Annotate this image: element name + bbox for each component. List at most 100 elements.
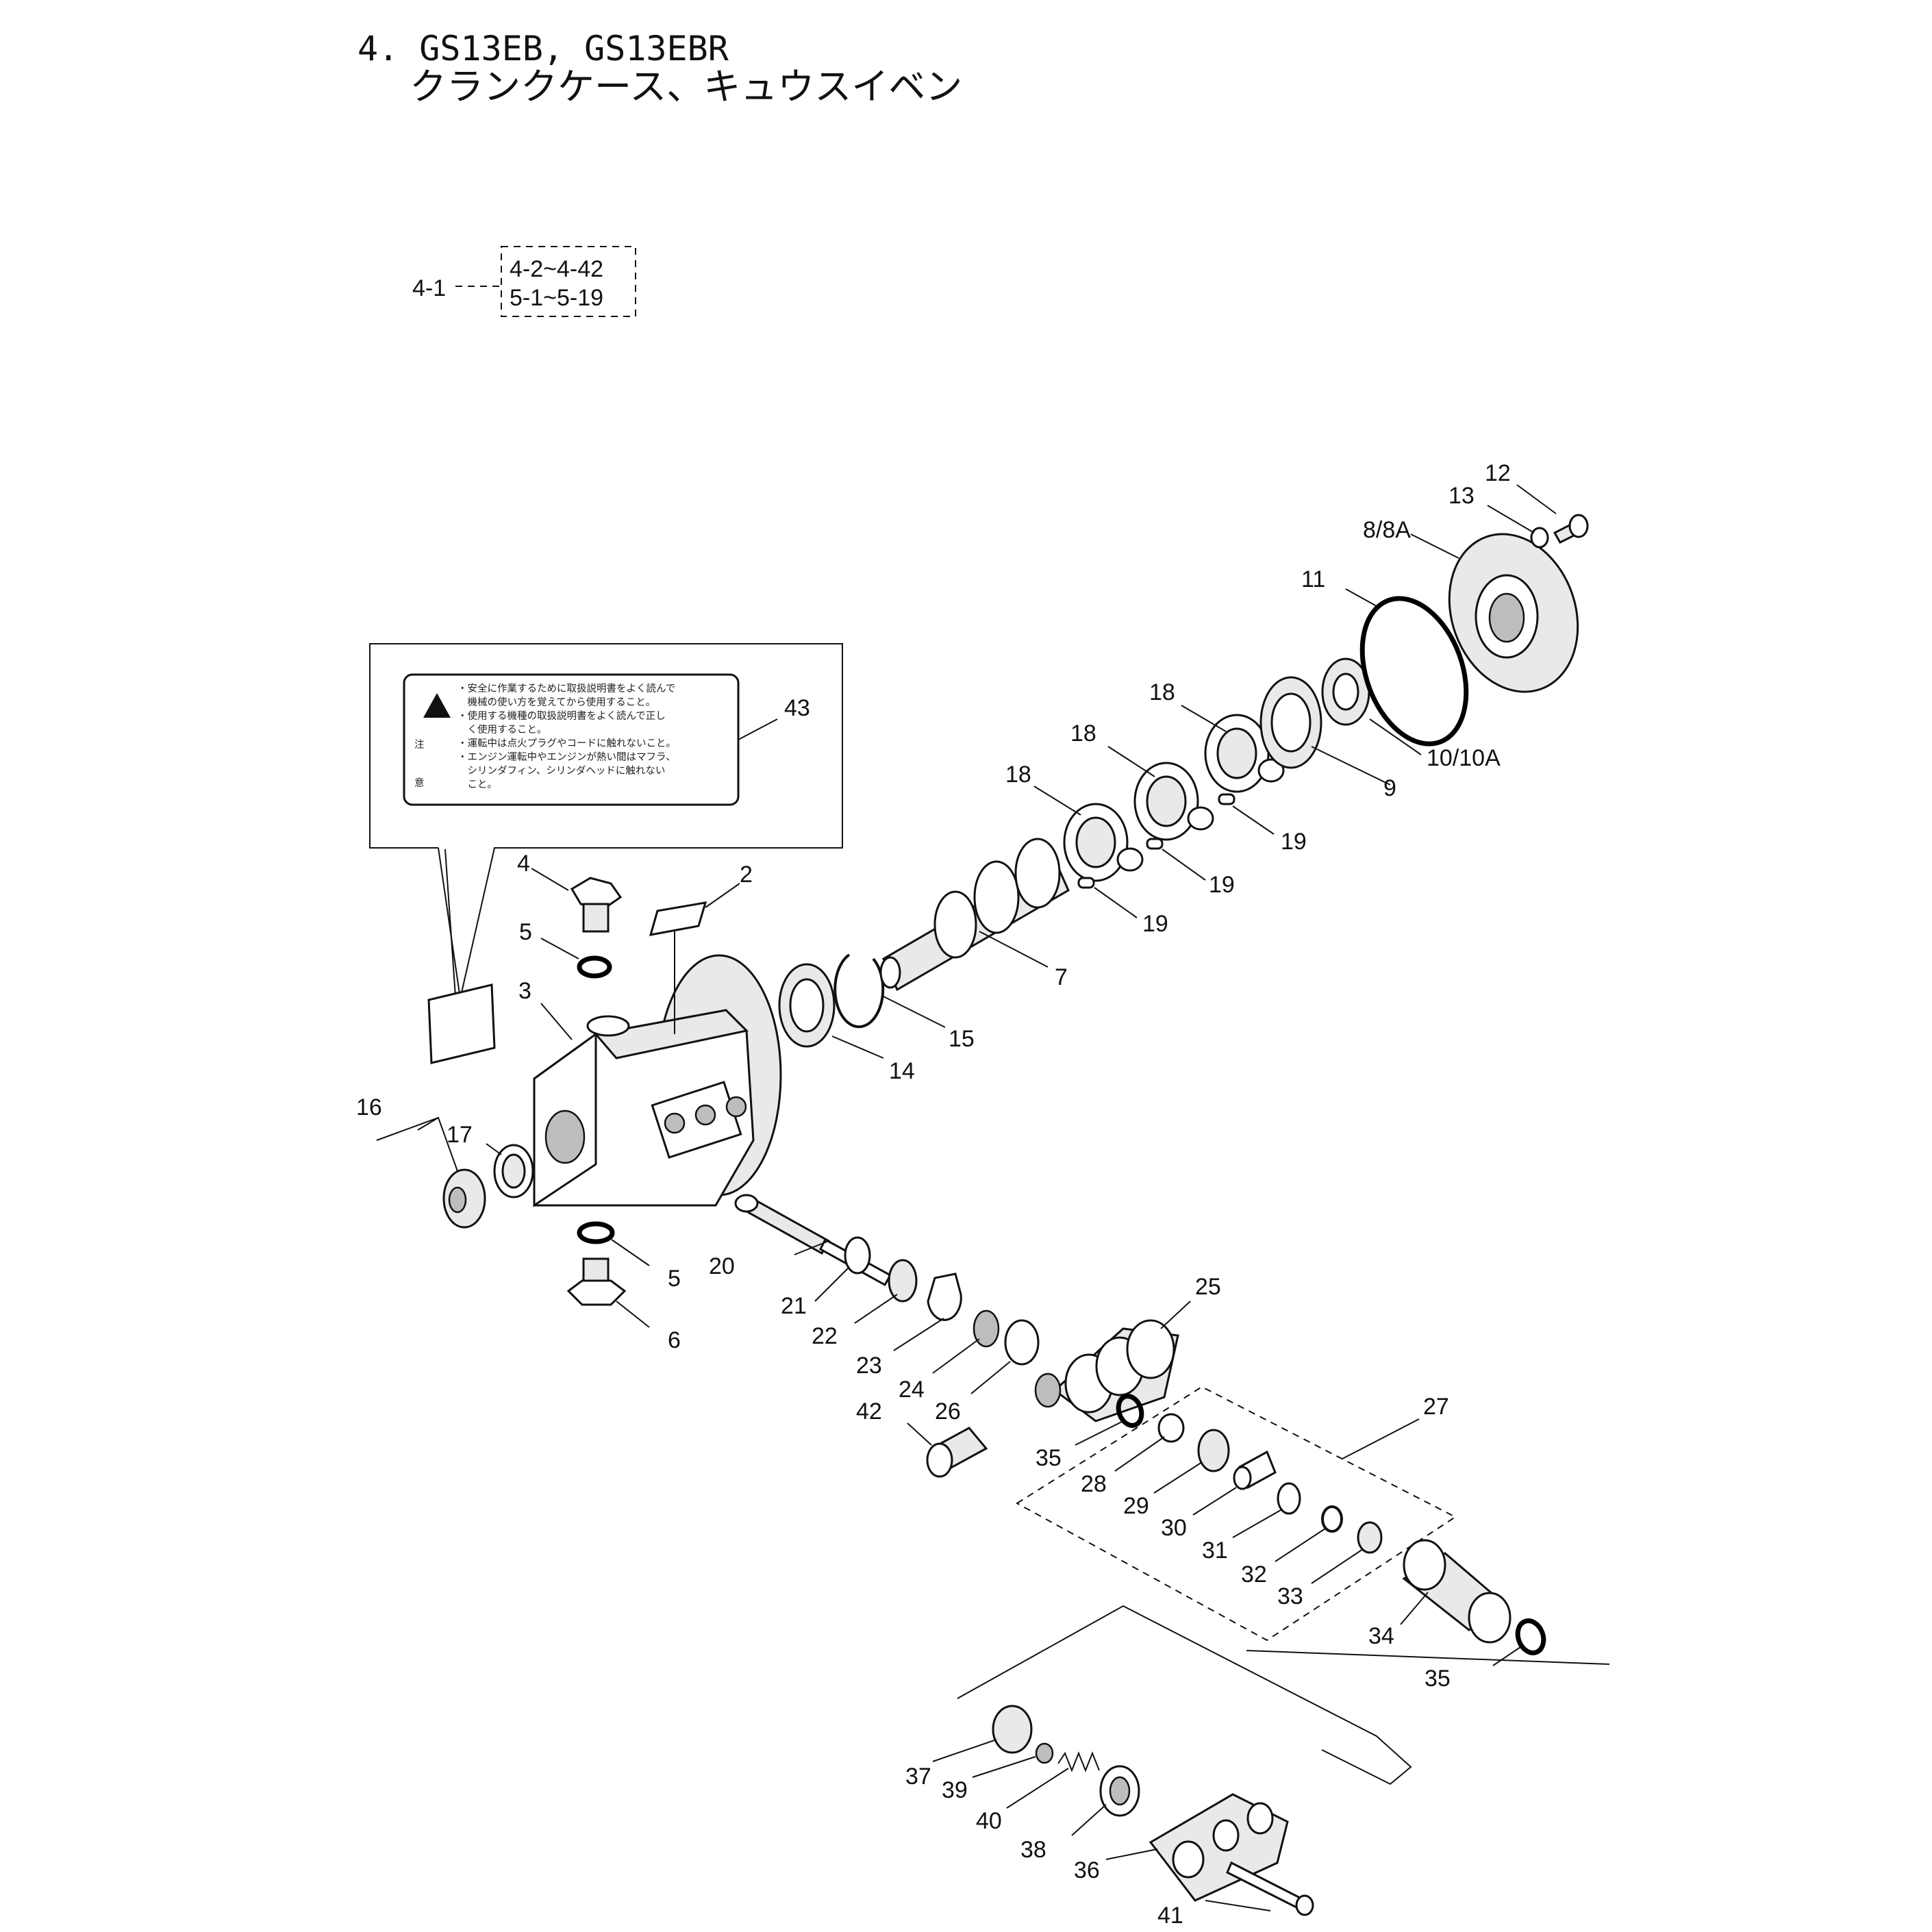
bearing-14 bbox=[778, 963, 836, 1048]
callout-43: 43 bbox=[784, 695, 810, 721]
valve-29 bbox=[1197, 1429, 1230, 1472]
seal-24 bbox=[973, 1309, 1000, 1348]
callout-39: 39 bbox=[942, 1777, 968, 1803]
assembly-ref-range2: 5-1~5-19 bbox=[510, 285, 603, 311]
spring-31 bbox=[1277, 1482, 1301, 1515]
callout-41: 41 bbox=[1157, 1903, 1183, 1929]
callout-26: 26 bbox=[935, 1398, 961, 1425]
spring-40 bbox=[1057, 1751, 1100, 1772]
o-ring-5-top bbox=[577, 955, 612, 979]
callout-36: 36 bbox=[1074, 1857, 1100, 1883]
plunger bbox=[734, 1194, 892, 1287]
warning-heading-2: 意 bbox=[414, 777, 425, 789]
washer-13 bbox=[1530, 527, 1549, 549]
callout-24: 24 bbox=[899, 1377, 925, 1403]
o-ring-5-bottom bbox=[577, 1221, 615, 1244]
connecting-rod-1 bbox=[1063, 803, 1144, 882]
callout-34: 34 bbox=[1368, 1623, 1394, 1649]
valve-cap-33 bbox=[1357, 1521, 1383, 1554]
warning-line: 機械の使い方を覚えてから使用すること。 bbox=[457, 697, 655, 708]
callout-32: 32 bbox=[1241, 1561, 1267, 1588]
title-section: クランクケース、キュウスイベン bbox=[410, 65, 962, 108]
warning-line: シリンダフィン、シリンダヘッドに触れない bbox=[457, 765, 665, 777]
warning-line: こと。 bbox=[457, 779, 497, 790]
pin-19-c bbox=[1218, 793, 1235, 805]
title-model: 4. GS13EB, GS13EBR bbox=[357, 29, 729, 68]
callout-29: 29 bbox=[1123, 1493, 1149, 1519]
callout-35-a: 35 bbox=[1036, 1445, 1062, 1471]
callout-19-c: 19 bbox=[1142, 911, 1168, 937]
callout-20: 20 bbox=[709, 1253, 735, 1279]
sticker-2 bbox=[649, 901, 707, 936]
seal-16 bbox=[442, 1168, 486, 1229]
ball-39 bbox=[1035, 1742, 1054, 1764]
warning-heading-1: 注 bbox=[414, 739, 425, 751]
o-ring-35-b bbox=[1515, 1618, 1546, 1655]
bolt-41 bbox=[1226, 1861, 1314, 1916]
fitting-42 bbox=[926, 1427, 988, 1478]
callout-30: 30 bbox=[1161, 1515, 1187, 1541]
callout-7: 7 bbox=[1055, 964, 1068, 990]
callout-22: 22 bbox=[812, 1323, 838, 1349]
warning-line: ・運転中は点火プラグやコードに触れないこと。 bbox=[457, 738, 676, 749]
warning-text: ・安全に作業するために取扱説明書をよく読んで 機械の使い方を覚えてから使用するこ… bbox=[457, 682, 676, 790]
callout-14: 14 bbox=[889, 1058, 915, 1084]
valve-30 bbox=[1233, 1450, 1277, 1490]
pin-19-a bbox=[1077, 877, 1095, 889]
seal-37 bbox=[992, 1705, 1033, 1754]
crankshaft bbox=[879, 838, 1070, 992]
callout-31: 31 bbox=[1202, 1538, 1228, 1564]
callout-12: 12 bbox=[1485, 460, 1511, 486]
sleeve-34 bbox=[1402, 1539, 1511, 1644]
callout-3: 3 bbox=[518, 978, 531, 1004]
warning-line: く使用すること。 bbox=[457, 724, 547, 736]
connecting-rod-2 bbox=[1133, 762, 1214, 841]
callout-labels: 12 13 8/8A 11 10/10A 9 18 18 18 19 19 19… bbox=[356, 460, 1511, 1929]
valve-body-38 bbox=[1099, 1765, 1140, 1817]
callout-38: 38 bbox=[1020, 1837, 1046, 1863]
callout-10: 10/10A bbox=[1427, 745, 1501, 771]
lower-assembly-bracket bbox=[957, 1605, 1412, 1785]
oil-seal-10 bbox=[1321, 657, 1370, 726]
callout-40: 40 bbox=[976, 1808, 1002, 1834]
callout-25: 25 bbox=[1195, 1274, 1221, 1300]
callout-37: 37 bbox=[905, 1764, 931, 1790]
callout-15: 15 bbox=[949, 1026, 975, 1052]
warning-label-callout: 注 意 ・安全に作業するために取扱説明書をよく読んで 機械の使い方を覚えてから使… bbox=[369, 643, 843, 999]
callout-35-b: 35 bbox=[1425, 1666, 1451, 1692]
oil-filler-cap bbox=[570, 877, 623, 933]
crankcase bbox=[533, 954, 782, 1207]
callout-6: 6 bbox=[668, 1327, 681, 1353]
pin-19-b bbox=[1146, 838, 1164, 850]
callout-13: 13 bbox=[1448, 483, 1475, 509]
warning-line: ・安全に作業するために取扱説明書をよく読んで bbox=[457, 682, 675, 694]
drain-plug bbox=[566, 1257, 627, 1306]
callout-18-b: 18 bbox=[1070, 720, 1096, 747]
callout-18-a: 18 bbox=[1149, 679, 1175, 705]
seal-17 bbox=[493, 1144, 534, 1199]
manifold bbox=[1034, 1319, 1179, 1422]
retainer-23 bbox=[927, 1272, 962, 1321]
seal-26 bbox=[1004, 1319, 1040, 1366]
assembly-ref-box bbox=[501, 246, 636, 317]
callout-5-a: 5 bbox=[519, 919, 532, 945]
bolt-12 bbox=[1553, 514, 1589, 544]
callout-11: 11 bbox=[1301, 566, 1325, 592]
callout-19-a: 19 bbox=[1281, 829, 1307, 855]
callout-21: 21 bbox=[781, 1293, 807, 1319]
callout-19-b: 19 bbox=[1209, 872, 1235, 898]
washer-21 bbox=[844, 1236, 871, 1275]
callout-9: 9 bbox=[1383, 775, 1396, 801]
assembly-ref-parent: 4-1 bbox=[412, 275, 446, 301]
callout-5-b: 5 bbox=[668, 1266, 681, 1292]
sticker-43 bbox=[427, 983, 496, 1064]
clip-32 bbox=[1321, 1505, 1343, 1533]
o-ring-11 bbox=[1359, 596, 1469, 747]
callout-28: 28 bbox=[1081, 1471, 1107, 1497]
callout-23: 23 bbox=[856, 1353, 882, 1379]
unloader-body-36 bbox=[1149, 1793, 1289, 1902]
snap-ring-15 bbox=[833, 953, 885, 1029]
warning-line: ・使用する機種の取扱説明書をよく読んで正し bbox=[457, 710, 666, 722]
bearing-9 bbox=[1259, 676, 1322, 769]
